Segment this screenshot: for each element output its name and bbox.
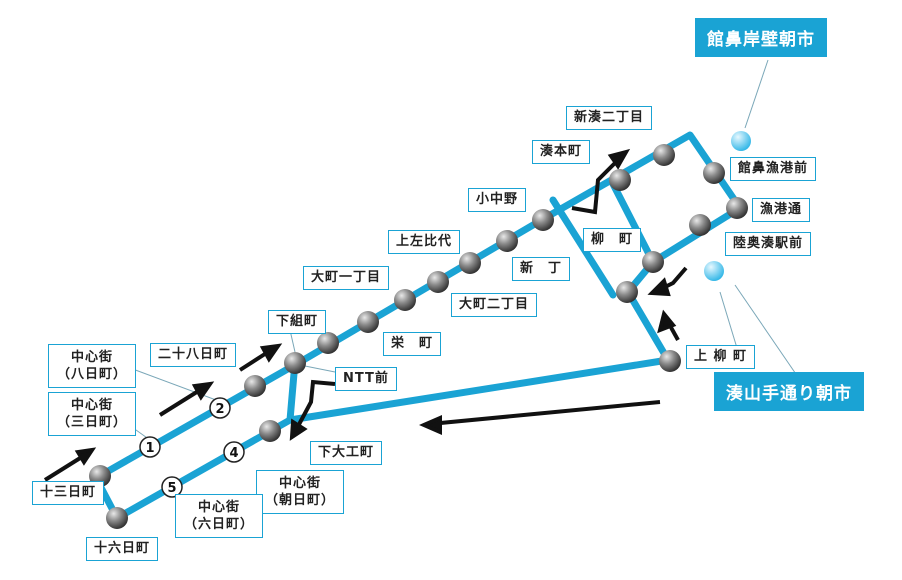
route-number-2: 2 [215, 402, 224, 417]
label-chushingai-mikka-line1: 中心街 [71, 398, 114, 413]
label-omachi1: 大町一丁目 [303, 266, 390, 290]
label-chushingai-muika-line1: 中心街 [198, 500, 241, 515]
route-line [92, 131, 744, 522]
stop-tatehana-gyoko [703, 162, 725, 184]
stop-shinchou [496, 230, 518, 252]
label-shinchou: 新 丁 [512, 257, 571, 281]
route-numbers: 1 2 4 5 [145, 402, 238, 496]
label-chushingai-muika: 中心街 （六日町） [175, 494, 264, 538]
label-mutsuminato: 陸奥湊駅前 [725, 232, 812, 256]
label-kamisahishi: 上左比代 [388, 230, 461, 254]
stop-kamisahishi [459, 252, 481, 274]
market-dot-tatehana [731, 131, 751, 151]
label-chushingai-yoka: 中心街 （八日町） [48, 344, 137, 388]
stop-omachi1 [394, 289, 416, 311]
label-chushingai-asa-line1: 中心街 [279, 476, 322, 491]
label-sakae: 栄 町 [383, 332, 442, 356]
label-chushingai-muika-line2: （六日町） [184, 517, 255, 532]
stop-1 [139, 436, 161, 458]
label-juroku: 十六日町 [86, 537, 159, 561]
stop-kamiyanagi [659, 350, 681, 372]
stop-shimogumi [284, 352, 306, 374]
stop-omachi2 [427, 271, 449, 293]
label-chushingai-asa-line2: （朝日町） [265, 493, 336, 508]
stop-5 [161, 476, 183, 498]
label-konakano: 小中野 [468, 188, 527, 212]
label-kamiyanagi: 上 柳 町 [686, 345, 756, 369]
label-shinminato2: 新湊二丁目 [566, 106, 653, 130]
label-shimogumi: 下組町 [268, 310, 327, 334]
stop-sakae [357, 311, 379, 333]
label-shimodaiku: 下大工町 [310, 441, 383, 465]
stops [89, 131, 751, 529]
market-label-tatehana: 館鼻岸壁朝市 [695, 18, 827, 57]
stop-minatohoncho [609, 169, 631, 191]
stop-konakano [532, 209, 554, 231]
stop-4 [223, 441, 245, 463]
route-number-5: 5 [167, 481, 176, 496]
stop-2 [209, 397, 231, 419]
label-yanagi: 柳 町 [583, 228, 642, 252]
label-gyokodori: 漁港通 [752, 198, 811, 222]
stop-juroku [106, 507, 128, 529]
stop-shinminato2 [653, 144, 675, 166]
label-nijuyokka: 二十八日町 [150, 343, 237, 367]
stop-ntt [317, 332, 339, 354]
market-label-minatoyama: 湊山手通り朝市 [714, 372, 864, 411]
label-tatehana-gyoko: 館鼻漁港前 [730, 157, 817, 181]
label-chushingai-mikka: 中心街 （三日町） [48, 392, 137, 436]
label-minatohoncho: 湊本町 [532, 140, 591, 164]
label-chushingai-mikka-line2: （三日町） [57, 415, 128, 430]
direction-arrows [43, 148, 688, 482]
label-chushingai-asa: 中心街 （朝日町） [256, 470, 345, 514]
stop-yanagi [616, 281, 638, 303]
route-number-1: 1 [145, 441, 154, 456]
stop-yanagi-a [642, 251, 664, 273]
market-dot-minatoyama [704, 261, 724, 281]
stop-nijuyokka [244, 375, 266, 397]
label-omachi2: 大町二丁目 [451, 293, 538, 317]
label-ntt: NTT前 [335, 367, 397, 391]
leader-lines [121, 59, 801, 441]
label-chushingai-yoka-line2: （八日町） [57, 367, 128, 382]
route-number-4: 4 [229, 446, 238, 461]
stop-mutsuminato [689, 214, 711, 236]
stop-gyokodori [726, 197, 748, 219]
label-jusannichi: 十三日町 [32, 481, 105, 505]
label-chushingai-yoka-line1: 中心街 [71, 350, 114, 365]
stop-shimodaiku [259, 420, 281, 442]
